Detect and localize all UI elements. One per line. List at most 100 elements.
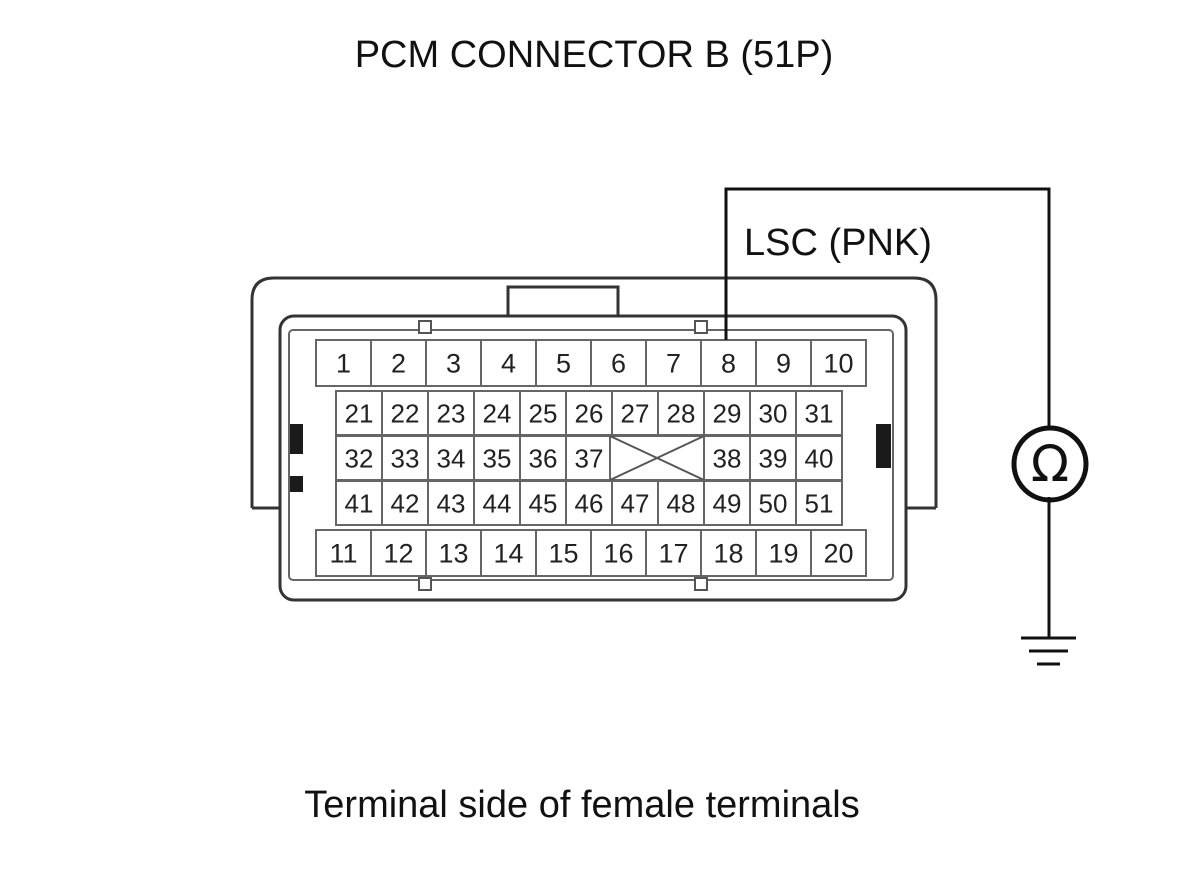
- terminal-cell: [810, 339, 867, 387]
- terminal-cell: [565, 390, 613, 436]
- terminal-cell: [590, 529, 647, 577]
- terminal-cell: [795, 480, 843, 526]
- terminal-cell: [425, 529, 482, 577]
- terminal-cell: [565, 435, 613, 481]
- terminal-number: 23: [437, 398, 466, 428]
- terminal-cell: [700, 529, 757, 577]
- terminal-cell: [427, 480, 475, 526]
- terminal-cell: [795, 435, 843, 481]
- terminal-number: 5: [556, 349, 571, 379]
- terminal-number: 48: [667, 488, 696, 518]
- terminal-number: 12: [383, 539, 413, 569]
- terminal-number: 13: [438, 539, 468, 569]
- terminal-number: 14: [493, 539, 523, 569]
- terminal-number: 37: [575, 443, 604, 473]
- terminal-cell: [370, 529, 427, 577]
- terminal-number: 15: [548, 539, 578, 569]
- terminal-number: 44: [483, 488, 512, 518]
- terminal-number: 11: [329, 539, 357, 569]
- blank-cavity-cross-b: [609, 435, 705, 481]
- terminal-number: 35: [483, 443, 512, 473]
- terminal-number: 25: [529, 398, 558, 428]
- terminal-number: 10: [823, 349, 853, 379]
- side-lock-right: [876, 424, 891, 468]
- terminal-number: 1: [336, 349, 351, 379]
- terminal-cell: [645, 529, 702, 577]
- terminal-cell: [425, 339, 482, 387]
- terminal-cell: [755, 339, 812, 387]
- terminal-number: 42: [391, 488, 420, 518]
- rib-bottom-left: [418, 577, 432, 591]
- terminal-number: 49: [713, 488, 742, 518]
- terminal-number: 43: [437, 488, 466, 518]
- terminal-cell: [519, 435, 567, 481]
- terminal-cell: [335, 390, 383, 436]
- terminal-number: 7: [666, 349, 681, 379]
- terminal-number: 4: [501, 349, 516, 379]
- terminal-number: 19: [768, 539, 798, 569]
- terminal-number: 34: [437, 443, 466, 473]
- terminal-number: 39: [759, 443, 788, 473]
- terminal-number: 36: [529, 443, 558, 473]
- rib-bottom-right: [694, 577, 708, 591]
- terminal-cell: [749, 480, 797, 526]
- terminal-number: 38: [713, 443, 742, 473]
- terminal-cell: [473, 480, 521, 526]
- terminal-number: 20: [823, 539, 853, 569]
- terminal-cell: [700, 339, 757, 387]
- terminal-number: 40: [805, 443, 834, 473]
- terminal-number: 50: [759, 488, 788, 518]
- terminal-number: 21: [345, 398, 374, 428]
- side-lock-left-lower: [290, 476, 303, 492]
- connector-latch: [506, 285, 620, 316]
- terminal-number: 45: [529, 488, 558, 518]
- terminal-cell: [590, 339, 647, 387]
- terminal-number: 30: [759, 398, 788, 428]
- rib-top-left: [418, 320, 432, 334]
- terminal-cell: [315, 339, 372, 387]
- terminal-cell: [795, 390, 843, 436]
- terminal-number: 22: [391, 398, 420, 428]
- terminal-cell: [645, 339, 702, 387]
- terminal-cell: [381, 480, 429, 526]
- diagram-title: PCM CONNECTOR B (51P): [354, 34, 834, 76]
- terminal-number: 18: [713, 539, 743, 569]
- terminal-cell: [315, 529, 372, 577]
- rib-top-right: [694, 320, 708, 334]
- terminal-cavity-frame: [288, 329, 894, 581]
- terminal-number: 33: [391, 443, 420, 473]
- ohmmeter-icon: Ω: [1030, 435, 1070, 493]
- connector-housing-outer: [250, 276, 938, 508]
- terminal-number: 8: [721, 349, 736, 379]
- terminal-number: 51: [805, 488, 834, 518]
- terminal-cell: [480, 339, 537, 387]
- terminal-cell: [565, 480, 613, 526]
- terminal-number: 28: [667, 398, 696, 428]
- terminal-cell: [535, 339, 592, 387]
- terminal-number: 32: [345, 443, 374, 473]
- terminal-number: 6: [611, 349, 626, 379]
- diagram-caption: Terminal side of female terminals: [304, 784, 860, 826]
- terminal-number: 17: [658, 539, 688, 569]
- side-lock-left-upper: [290, 424, 303, 454]
- terminal-number: 2: [391, 349, 406, 379]
- terminal-number: 46: [575, 488, 604, 518]
- terminal-number: 9: [776, 349, 791, 379]
- terminal-cell: [427, 435, 475, 481]
- terminal-cell: [335, 480, 383, 526]
- probe-wire: [724, 187, 1051, 432]
- terminal-number: 47: [621, 488, 650, 518]
- terminal-number: 41: [345, 488, 374, 518]
- terminal-number: 3: [446, 349, 461, 379]
- terminal-number: 16: [603, 539, 633, 569]
- terminal-cell: [755, 529, 812, 577]
- terminal-number: 24: [483, 398, 512, 428]
- wire-label: LSC (PNK): [744, 222, 932, 264]
- terminal-number: 27: [621, 398, 650, 428]
- terminal-cell: [810, 529, 867, 577]
- terminal-number: 29: [713, 398, 742, 428]
- terminal-number: 26: [575, 398, 604, 428]
